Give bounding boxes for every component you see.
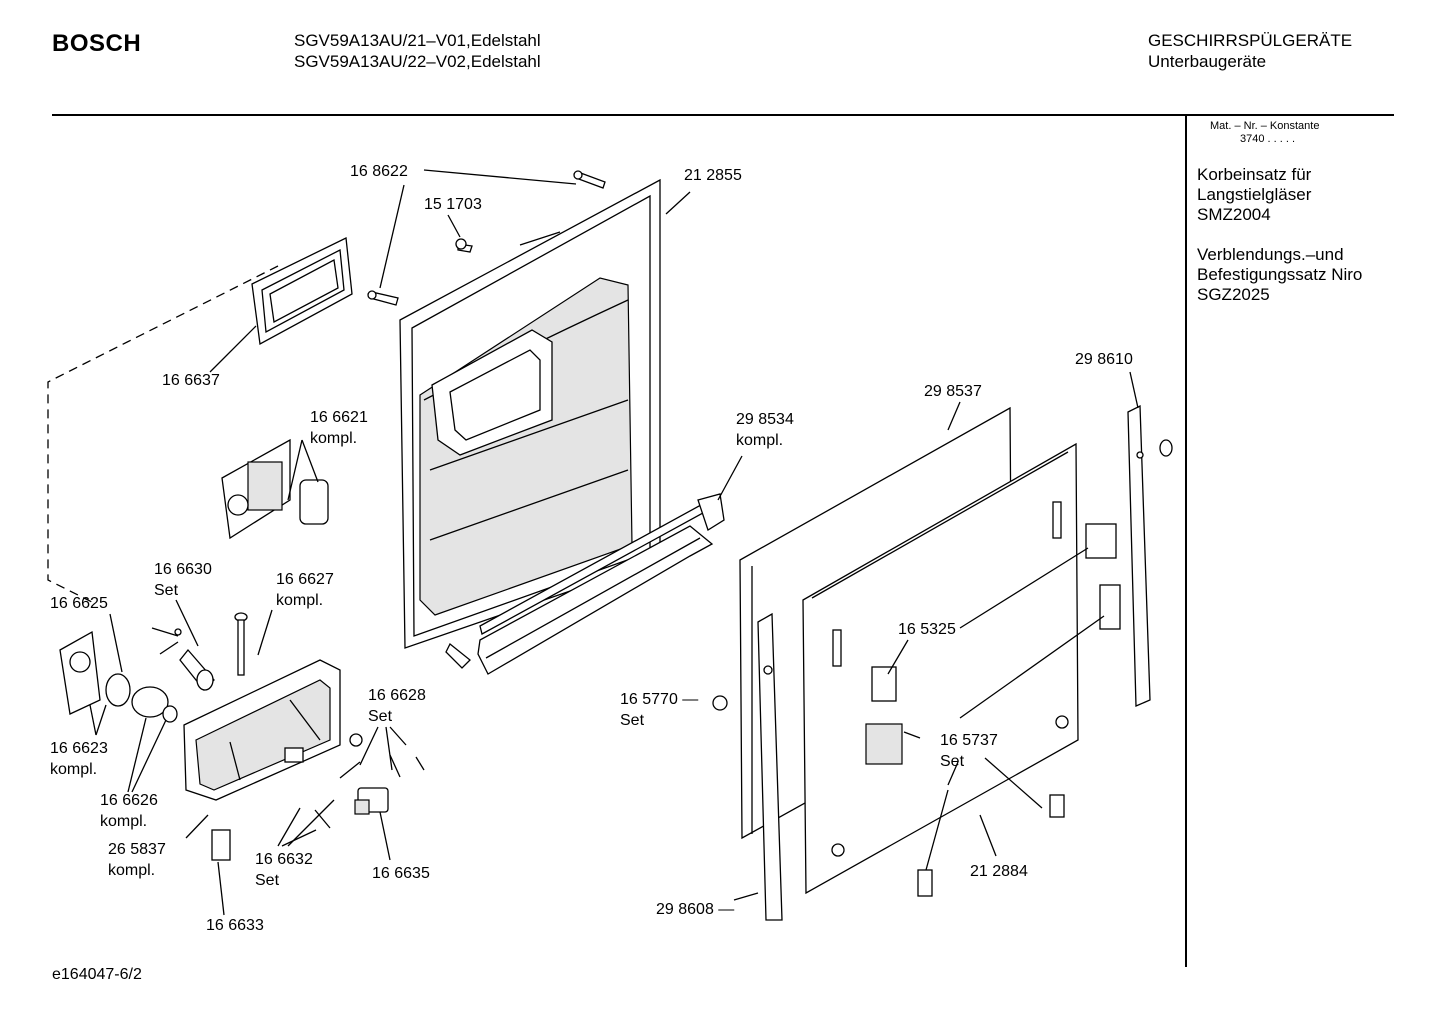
screw-icon <box>455 238 473 253</box>
mat-number-label: Mat. – Nr. – Konstante <box>1210 120 1320 132</box>
part-note-label: kompl. <box>276 592 323 609</box>
accessory-line: Korbeinsatz für <box>1197 165 1312 184</box>
part-note-label: Set <box>940 753 965 770</box>
accessory-code: SMZ2004 <box>1197 205 1271 224</box>
part-note-label: kompl. <box>310 430 357 447</box>
handle-part <box>59 630 178 723</box>
model-list: SGV59A13AU/21–V01,Edelstahl SGV59A13AU/2… <box>294 30 541 72</box>
part-number-label: 29 8608 — <box>656 901 734 918</box>
part-number-label: 16 6627 <box>276 571 334 588</box>
accessory-line: Befestigungssatz Niro <box>1197 265 1363 284</box>
screw-icon <box>573 170 606 189</box>
screw-icon <box>367 290 399 306</box>
part-number-label: 26 5837 <box>108 841 166 858</box>
sidebar: Mat. – Nr. – Konstante 3740 . . . . . Ko… <box>1197 120 1397 305</box>
ring-part <box>349 733 363 747</box>
accessory-line: Langstielgläser <box>1197 185 1312 204</box>
accessory-code: SGZ2025 <box>1197 285 1270 304</box>
model-line: SGV59A13AU/21–V01,Edelstahl <box>294 31 541 50</box>
category-title: GESCHIRRSPÜLGERÄTE <box>1148 31 1353 50</box>
part-note-label: kompl. <box>50 761 97 778</box>
part-number-label: 16 6630 <box>154 561 212 578</box>
part-number-label: 29 8610 <box>1075 351 1133 368</box>
grille-part <box>221 438 329 540</box>
accessory-entry: Korbeinsatz für Langstielgläser SMZ2004 <box>1197 165 1397 225</box>
latch-part <box>354 787 389 815</box>
header-divider <box>52 114 1394 116</box>
side-strip-left <box>757 612 783 921</box>
inner-door-panel <box>399 178 661 649</box>
part-note-label: kompl. <box>736 432 783 449</box>
part-number-label: 16 6637 <box>162 372 220 389</box>
control-module <box>183 659 341 801</box>
model-line: SGV59A13AU/22–V02,Edelstahl <box>294 52 541 71</box>
small-clip-part <box>211 829 231 861</box>
product-category: GESCHIRRSPÜLGERÄTE Unterbaugeräte <box>1148 30 1352 72</box>
mat-number-value: 3740 . . . . . <box>1240 133 1296 145</box>
part-number-label: 15 1703 <box>424 196 482 213</box>
part-number-label: 16 6626 <box>100 792 158 809</box>
part-number-label: 29 8534 <box>736 411 794 428</box>
part-note-label: Set <box>368 708 393 725</box>
accessory-line: Verblendungs.–und <box>1197 245 1344 264</box>
category-subtitle: Unterbaugeräte <box>1148 52 1267 71</box>
part-number-label: 16 6625 <box>50 595 108 612</box>
brand-logo: BOSCH <box>52 30 142 57</box>
part-number-label: 16 6635 <box>372 865 430 882</box>
sidebar-divider <box>1185 115 1187 967</box>
part-number-label: 16 5770 — <box>620 691 698 708</box>
part-note-label: kompl. <box>108 862 155 879</box>
part-number-label: 16 6632 <box>255 851 313 868</box>
part-note-label: Set <box>154 582 179 599</box>
part-number-label: 21 2884 <box>970 863 1028 880</box>
clip-part <box>712 523 1121 897</box>
cover-panel <box>802 442 1079 895</box>
part-number-label: 16 6633 <box>206 917 264 934</box>
part-number-label: 16 6628 <box>368 687 426 704</box>
part-note-label: Set <box>620 712 645 729</box>
bottom-trim <box>445 493 725 675</box>
part-note-label: kompl. <box>100 813 147 830</box>
side-strip-right <box>1127 404 1173 707</box>
window-frame-part <box>251 237 353 346</box>
part-number-label: 16 5325 <box>898 621 956 638</box>
assembly-dashed-line <box>47 265 279 603</box>
part-number-label: 16 6621 <box>310 409 368 426</box>
part-number-label: 29 8537 <box>924 383 982 400</box>
accessory-entry: Verblendungs.–und Befestigungssatz Niro … <box>1197 245 1397 305</box>
part-number-label: 21 2855 <box>684 167 742 184</box>
lock-small-parts <box>159 612 248 691</box>
part-number-label: 16 8622 <box>350 163 408 180</box>
part-note-label: Set <box>255 872 280 889</box>
part-number-label: 16 5737 <box>940 732 998 749</box>
spring-parts <box>314 754 425 829</box>
part-number-label: 16 6623 <box>50 740 108 757</box>
leader-lines <box>89 169 1139 916</box>
drawing-id: e164047-6/2 <box>52 966 142 983</box>
